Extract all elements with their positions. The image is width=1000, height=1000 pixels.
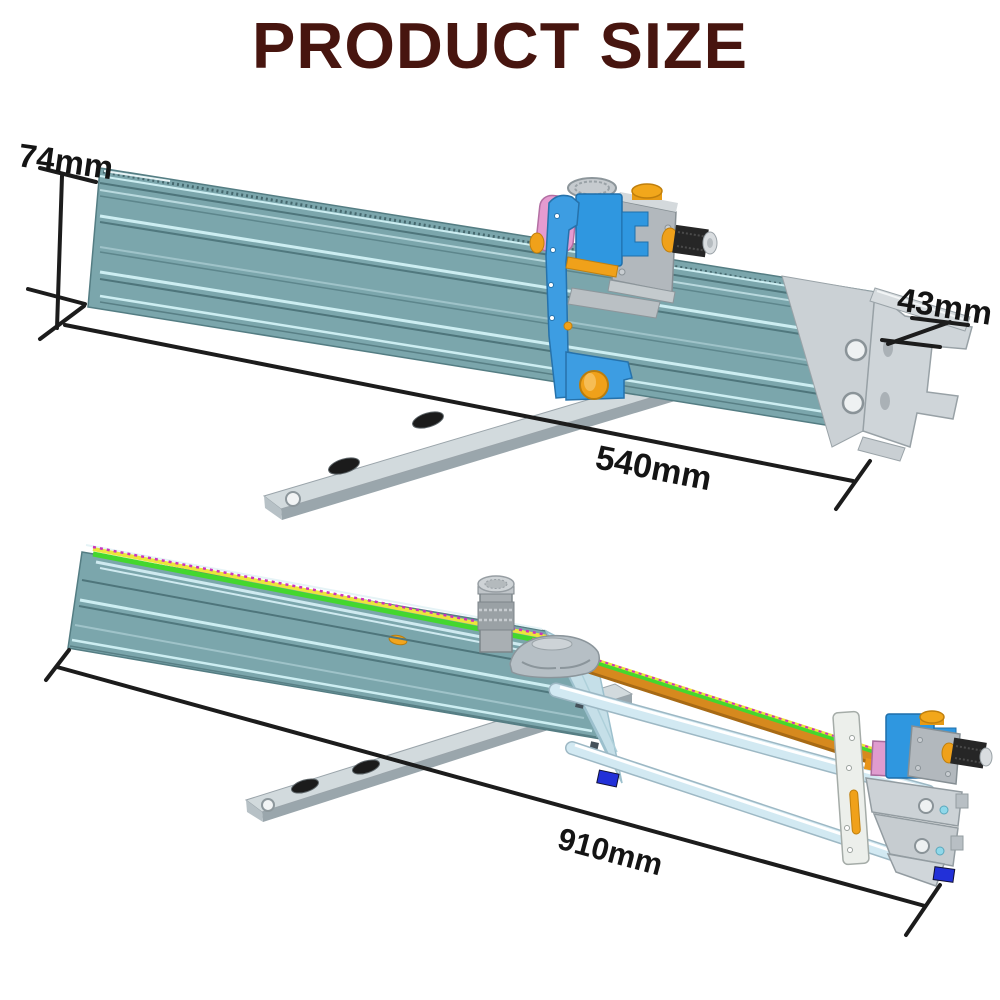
- clamp-casting: [477, 575, 600, 679]
- bar-slot: [290, 778, 320, 794]
- bar-hole: [285, 491, 301, 507]
- blue-end-foot: [596, 769, 620, 788]
- orange-slide-bar: [565, 256, 619, 278]
- blue-end-foot: [932, 866, 956, 883]
- bottom-flange: [857, 436, 906, 462]
- orange-cap-knob: [919, 710, 945, 724]
- orange-stud: [529, 232, 545, 254]
- tube-upper: [550, 684, 934, 798]
- end-stop-assembly: [832, 710, 993, 887]
- end-profile-stack: [865, 777, 969, 887]
- flag-stop-assembly: [529, 177, 718, 401]
- bar-slot: [351, 759, 381, 775]
- mount-hole: [844, 338, 868, 362]
- measuring-tape: [92, 545, 548, 646]
- base-shoe: [567, 287, 661, 319]
- bar-slot: [328, 457, 360, 475]
- dim-label-74mm: 74mm: [16, 136, 116, 186]
- bar-hole: [261, 798, 275, 812]
- blue-clamp-jaw: [621, 211, 649, 257]
- figure-extended: 910mm: [44, 544, 993, 937]
- page-title: PRODUCT SIZE: [252, 9, 748, 82]
- blue-block: [575, 193, 623, 267]
- figure-compact: 74mm 540mm 43mm: [16, 136, 995, 520]
- thumb-screw: [661, 224, 718, 258]
- dim-label-540mm: 540mm: [592, 439, 714, 499]
- fence-rail: [87, 167, 973, 462]
- serrated-edge: [102, 170, 878, 302]
- bar-slot: [412, 411, 444, 429]
- orange-slot: [849, 789, 861, 835]
- knurled-knob: [477, 575, 515, 653]
- rail-end-profile: [781, 275, 973, 462]
- mount-hole: [914, 838, 930, 854]
- white-bracket-arm: [832, 710, 870, 866]
- mount-hole: [918, 798, 934, 814]
- thumb-screw: [941, 737, 993, 769]
- mount-hole: [841, 391, 865, 415]
- orange-cap-knob: [631, 183, 663, 199]
